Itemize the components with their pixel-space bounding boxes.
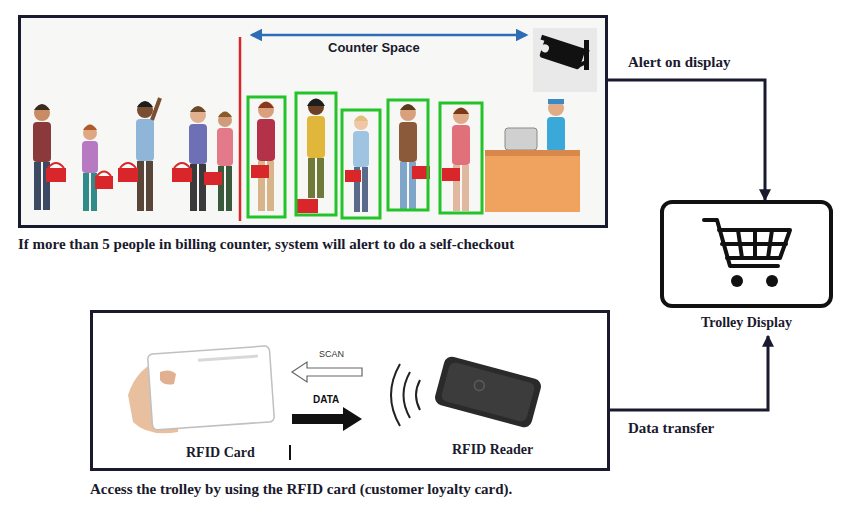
part-label: RFID Reader (452, 442, 533, 458)
display-label: Trolley Display (701, 315, 792, 331)
region-label: Counter Space (328, 40, 420, 55)
trolley-display-box: Trolley Display (660, 200, 833, 308)
edge-label: Data transfer (628, 420, 714, 437)
flow-arrow (610, 336, 768, 410)
panel-caption: If more than 5 people in billing counter… (18, 236, 514, 253)
panel-caption: Access the trolley by using the RFID car… (90, 481, 512, 498)
part-label: RFID Card (186, 445, 255, 461)
flow-arrow (608, 80, 765, 200)
edge-label: Alert on display (628, 54, 731, 71)
camera-panel: If more than 5 people in billing counter… (18, 15, 608, 228)
arrow-label: DATA (313, 394, 339, 405)
arrow-label: SCAN (319, 349, 344, 359)
